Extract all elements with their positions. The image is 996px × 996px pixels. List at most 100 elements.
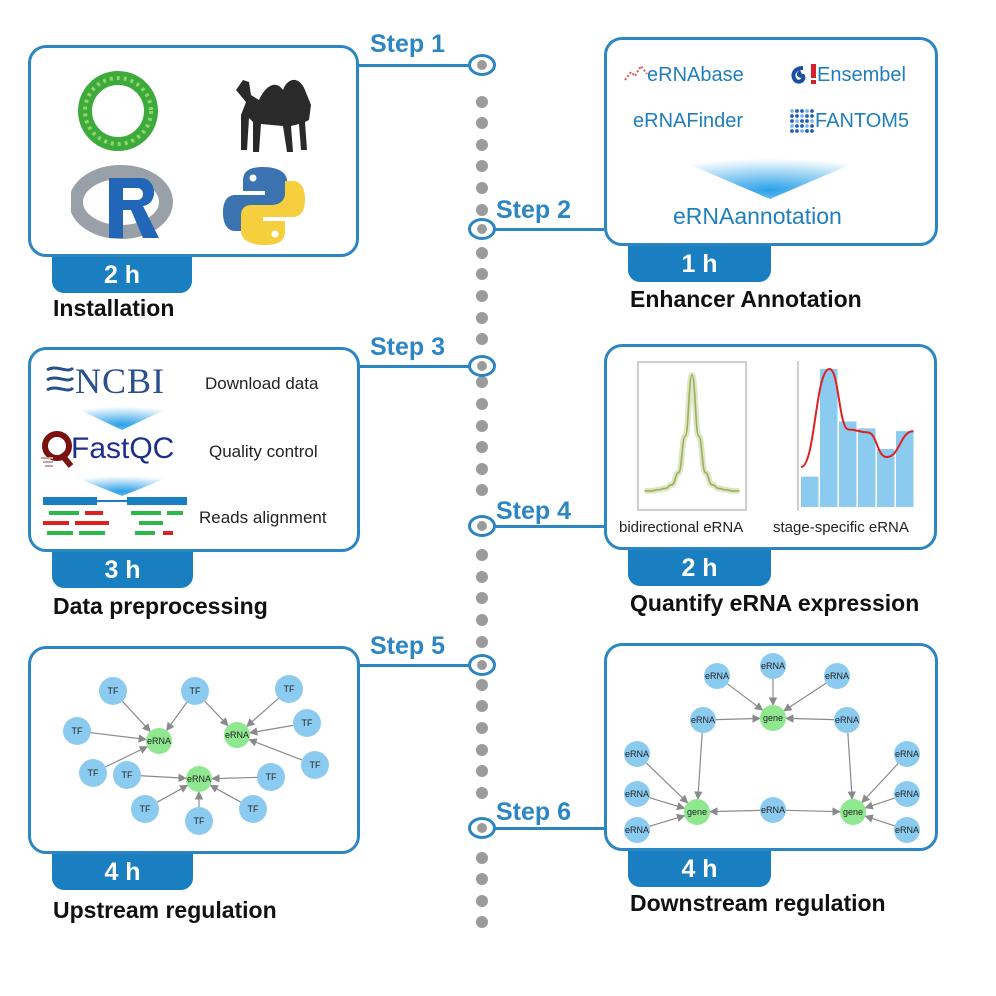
r-logo-icon xyxy=(71,165,173,239)
timeline-dot xyxy=(476,851,488,864)
annotation-caption: Enhancer Annotation xyxy=(630,286,862,312)
installation-panel xyxy=(28,45,359,257)
bidirectional-point xyxy=(671,484,673,486)
timeline-dot xyxy=(476,246,488,259)
timeline-dot xyxy=(476,894,488,907)
bidirectional-point xyxy=(704,471,707,474)
step-marker-2 xyxy=(468,218,496,240)
network-edge xyxy=(783,682,827,712)
step-connector-5 xyxy=(360,664,470,667)
network-edge xyxy=(204,700,229,727)
svg-text:TF: TF xyxy=(248,804,259,814)
svg-text:TF: TF xyxy=(194,816,205,826)
erna-node: eRNA xyxy=(704,663,730,689)
timeline-dot xyxy=(476,614,488,626)
erna-node: eRNA xyxy=(624,817,650,843)
erna-node: eRNA xyxy=(760,797,786,823)
timeline-dot xyxy=(476,419,488,432)
reads-alignment-icon xyxy=(43,497,187,535)
step-marker-4 xyxy=(468,515,496,537)
bidirectional-label: bidirectional eRNA xyxy=(619,519,744,536)
bidirectional-band xyxy=(645,371,739,494)
gene-node: gene xyxy=(760,705,786,731)
fantom5-grid-dot xyxy=(805,129,809,133)
network-edge xyxy=(864,814,895,827)
svg-text:gene: gene xyxy=(763,713,783,723)
svg-text:TF: TF xyxy=(140,804,151,814)
erna-node: eRNA xyxy=(834,707,860,733)
stage-specific-bar xyxy=(896,431,914,507)
stage-quality-control: Quality control xyxy=(209,442,318,461)
timeline-dot xyxy=(476,484,488,497)
erna-node: eRNA xyxy=(624,781,650,807)
svg-text:TF: TF xyxy=(310,760,321,770)
fantom5-grid-dot xyxy=(795,119,799,123)
downstream-time-tab: 4 h xyxy=(628,851,771,887)
stage-specific-bar xyxy=(820,369,838,507)
erna-node: eRNA xyxy=(824,663,850,689)
down-arrow-icon xyxy=(67,404,177,430)
network-edge xyxy=(649,813,686,827)
fantom5-grid-dot xyxy=(795,124,799,128)
fantom5-grid-dot xyxy=(805,124,809,128)
python-logo-icon xyxy=(223,167,305,245)
bidirectional-point xyxy=(664,487,666,490)
timeline-dot xyxy=(476,333,488,346)
timeline-dot xyxy=(476,873,488,886)
db-ernabase: eRNAbase xyxy=(647,64,744,86)
svg-text:eRNA: eRNA xyxy=(895,789,919,799)
quantify-panel: bidirectional eRNA stage-specific eRNA xyxy=(604,344,937,550)
svg-text:TF: TF xyxy=(266,772,277,782)
tf-node: TF xyxy=(63,717,91,745)
fantom5-grid-dot xyxy=(805,114,809,118)
svg-text:TF: TF xyxy=(88,768,99,778)
timeline-dot xyxy=(476,786,488,799)
svg-text:TF: TF xyxy=(122,770,133,780)
stage-specific-bar xyxy=(877,449,895,507)
step-label-3: Step 3 xyxy=(370,333,446,361)
preprocessing-panel: NCBI Download data FastQC Quality contro… xyxy=(28,347,360,552)
fantom5-grid-dot xyxy=(805,109,809,113)
annotation-time-tab: 1 h xyxy=(628,246,771,282)
svg-text:eRNA: eRNA xyxy=(835,715,859,725)
network-edge xyxy=(785,807,841,816)
fantom5-logo-icon xyxy=(790,109,814,133)
svg-text:eRNA: eRNA xyxy=(895,825,919,835)
downstream-caption: Downstream regulation xyxy=(630,890,886,916)
svg-text:gene: gene xyxy=(687,807,707,817)
erna-node: eRNA xyxy=(894,781,920,807)
erna-node: eRNA xyxy=(146,728,172,754)
network-edge xyxy=(694,732,703,800)
db-fantom5: FANTOM5 xyxy=(815,110,910,132)
fantom5-grid-dot xyxy=(800,109,804,113)
fastqc-wordmark: FastQC xyxy=(71,432,175,465)
db-ernafinder: eRNAFinder xyxy=(633,110,744,132)
timeline-dot xyxy=(476,570,488,583)
bidirectional-point xyxy=(724,488,727,491)
down-arrow-icon-2 xyxy=(67,474,177,496)
installation-time-tab: 2 h xyxy=(52,257,192,293)
bidirectional-point xyxy=(684,435,687,437)
timeline-dot xyxy=(476,635,488,648)
bioconda-ring-icon xyxy=(78,71,158,151)
svg-text:eRNA: eRNA xyxy=(895,749,919,759)
bidirectional-point xyxy=(644,490,646,492)
fantom5-grid-dot xyxy=(790,129,794,133)
fantom5-grid-dot xyxy=(795,109,799,113)
fantom5-grid-dot xyxy=(800,124,804,128)
stage-specific-label: stage-specific eRNA xyxy=(773,519,909,536)
network-edge xyxy=(105,746,149,768)
ncbi-logo-icon xyxy=(46,366,75,392)
fantom5-grid-dot xyxy=(790,119,794,123)
bidirectional-point xyxy=(697,435,700,437)
step-marker-5 xyxy=(468,654,496,676)
fantom5-grid-dot xyxy=(800,114,804,118)
svg-text:eRNA: eRNA xyxy=(761,661,785,671)
timeline-dot xyxy=(476,138,488,151)
fantom5-grid-dot xyxy=(795,129,799,133)
timeline-dot xyxy=(476,678,488,691)
timeline-dot xyxy=(476,311,488,324)
